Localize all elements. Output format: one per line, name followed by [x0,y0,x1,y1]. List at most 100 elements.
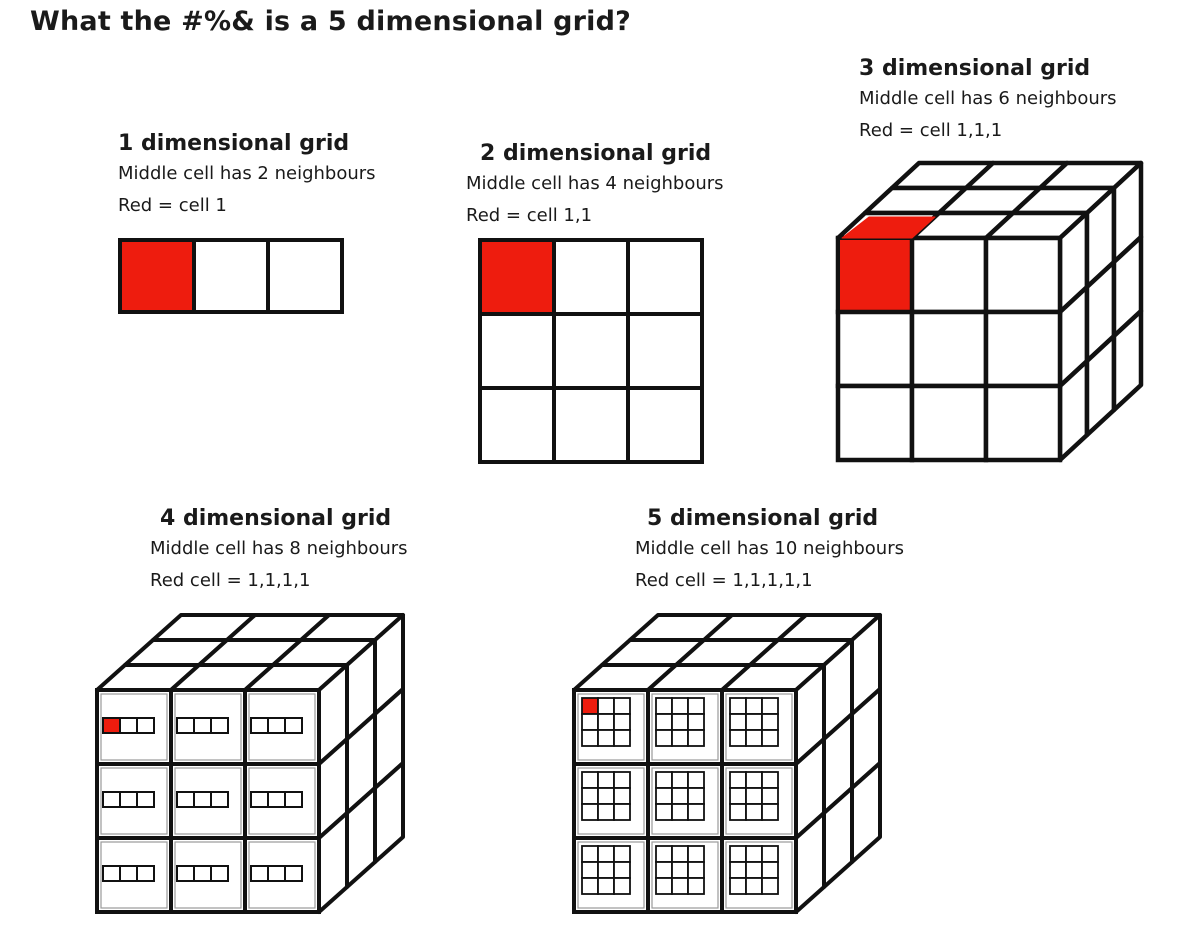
mini-2d-cell [745,713,763,731]
section-5d-heading: 5 dimensional grid [647,506,879,531]
mini-1d-cell [210,791,229,808]
cube-side-cell [1111,308,1144,413]
mini-2d-cell [729,729,747,747]
mini-2d-cell [745,861,763,879]
section-1d: 1 dimensional grid Middle cell has 2 nei… [118,130,376,222]
mini-1d-cell [267,865,286,882]
grid-2d-cell [478,238,556,316]
section-5d-red-label: Red cell = 1,1,1,1,1 [635,570,813,591]
mini-frame [248,767,316,835]
mini-2d-cell [671,877,689,895]
grid-2d-cell [626,238,704,316]
mini-1d-cell [193,791,212,808]
mini-2d-cell [581,697,599,715]
mini-2d-cell [613,845,631,863]
grid-5d-cube [572,613,882,914]
mini-2d-cell [687,861,705,879]
mini-1d-cell [119,717,138,734]
mini-1d-cell [119,791,138,808]
mini-2d-cell [597,713,615,731]
mini-2d-cell [761,845,779,863]
mini-1d-cell [193,865,212,882]
cube-front-cell [909,383,989,463]
mini-2d-cell [581,845,599,863]
mini-2d-cell [687,877,705,895]
mini-2d-cell [655,771,673,789]
mini-2d-cell [581,861,599,879]
mini-2d-cell [671,845,689,863]
mini-2d-cell [761,877,779,895]
mini-2d-cell [597,845,615,863]
mini-frame [100,841,168,909]
mini-1d-cell [102,791,121,808]
mini-1d-cell [176,717,195,734]
section-4d: 4 dimensional grid Middle cell has 8 nei… [150,505,408,597]
cube-side-cell [373,761,405,864]
grid-2d-cell [552,238,630,316]
mini-2d-cell [745,787,763,805]
grid-2d-cell [478,312,556,390]
mini-1d-cell [102,717,121,734]
section-1d-neighbours: Middle cell has 2 neighbours [118,163,376,184]
grid-2d-cell [626,312,704,390]
mini-frame [174,693,242,761]
mini-2d-cell [687,771,705,789]
mini-2d-cell [687,729,705,747]
section-2d-neighbours: Middle cell has 4 neighbours [466,173,724,194]
mini-frame [577,767,645,835]
cube-front-cell [909,235,989,315]
grid-2d-cell [626,386,704,464]
mini-2d-cell [671,771,689,789]
mini-1d-cell [210,865,229,882]
mini-2d-cell [687,787,705,805]
mini-1d-cell [267,717,286,734]
cube-front-cell [983,383,1063,463]
mini-2d-cell [671,803,689,821]
section-3d-heading: 3 dimensional grid [859,56,1091,81]
section-2d-red-label: Red = cell 1,1 [466,205,593,226]
section-5d-neighbours: Middle cell has 10 neighbours [635,538,904,559]
section-1d-red-label: Red = cell 1 [118,195,227,216]
mini-2d-cell [671,713,689,731]
cube-front-cell [983,309,1063,389]
mini-1d-cell [136,865,155,882]
mini-2d-cell [687,697,705,715]
grid-1d [118,238,344,314]
mini-1d-cell [176,791,195,808]
cube-front-cell [835,383,915,463]
mini-1d-cell [176,865,195,882]
mini-2d-cell [655,729,673,747]
mini-2d-cell [581,771,599,789]
mini-2d-cell [597,771,615,789]
grid-4d-cube [95,613,405,914]
mini-2d-cell [671,729,689,747]
page-title: What the #%& is a 5 dimensional grid? [30,6,632,37]
mini-frame [174,841,242,909]
section-3d: 3 dimensional grid Middle cell has 6 nei… [859,55,1117,147]
grid-2d-cell [552,386,630,464]
cube-front-cell [909,309,989,389]
mini-2d-cell [761,729,779,747]
mini-2d-cell [729,845,747,863]
section-3d-neighbours: Middle cell has 6 neighbours [859,88,1117,109]
mini-2d-cell [597,787,615,805]
mini-2d-cell [745,803,763,821]
mini-2d-cell [729,861,747,879]
mini-1d-cell [210,717,229,734]
mini-2d-cell [687,803,705,821]
cube-front-cell [983,235,1063,315]
cube-3d-red-cell [840,240,910,310]
mini-2d-cell [745,697,763,715]
cube-front-cell [835,309,915,389]
grid-2d-cell [552,312,630,390]
cube-side-cell [850,761,882,864]
mini-2d-cell [655,803,673,821]
grid-1d-cell [118,238,196,314]
mini-2d-cell [613,787,631,805]
section-2d-heading: 2 dimensional grid [480,141,712,166]
mini-2d-cell [655,861,673,879]
mini-2d-cell [581,713,599,731]
mini-2d-cell [613,729,631,747]
mini-frame [577,841,645,909]
